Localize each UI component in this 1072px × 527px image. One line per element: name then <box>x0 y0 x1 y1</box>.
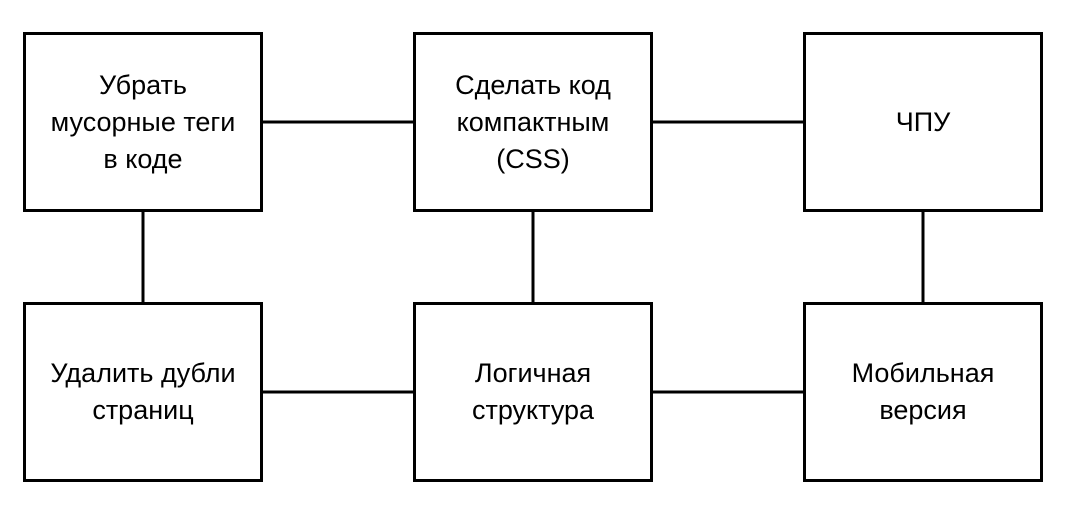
node-label: Убрать мусорные теги в коде <box>50 69 236 174</box>
node-remove-duplicate-pages: Удалить дубли страниц <box>23 302 263 482</box>
node-seo-friendly-urls: ЧПУ <box>803 32 1043 212</box>
node-label: Сделать код компактным (CSS) <box>455 69 611 174</box>
node-mobile-version: Мобильная версия <box>803 302 1043 482</box>
node-logical-structure: Логичная структура <box>413 302 653 482</box>
node-compact-code-css: Сделать код компактным (CSS) <box>413 32 653 212</box>
node-label: Удалить дубли страниц <box>50 358 236 425</box>
node-label: Логичная структура <box>471 358 595 425</box>
node-label: Мобильная версия <box>851 358 995 425</box>
node-remove-junk-tags: Убрать мусорные теги в коде <box>23 32 263 212</box>
node-label: ЧПУ <box>895 106 951 137</box>
